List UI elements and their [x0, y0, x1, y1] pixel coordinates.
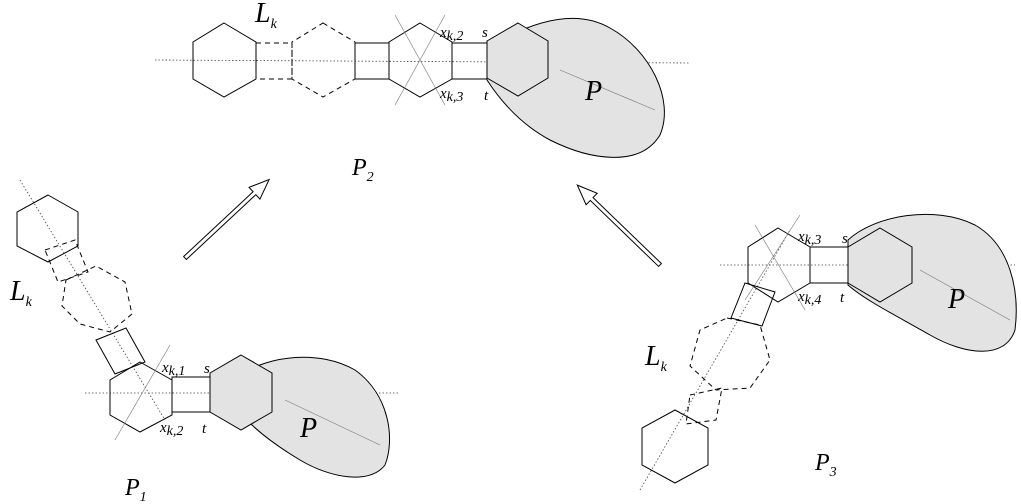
- arrow-right-to-top: [576, 184, 663, 268]
- square: [171, 376, 211, 413]
- label-lk: Lk: [9, 276, 33, 310]
- dashed-square: [44, 239, 89, 283]
- label-p-region: P: [584, 76, 602, 107]
- axis-line: [19, 179, 166, 421]
- hexagon: [641, 409, 709, 484]
- label-x-top: xk,2: [439, 25, 463, 44]
- hexagon: [209, 354, 273, 431]
- label-p-region: P: [299, 413, 317, 444]
- square: [730, 282, 776, 327]
- figure-p2: Lk xk,2 xk,3 s t P P2: [154, 0, 691, 185]
- label-x-bottom: xk,2: [159, 420, 183, 439]
- guide-line: [284, 399, 381, 446]
- arrow-left-to-top: [182, 178, 271, 261]
- label-x-bottom: xk,4: [797, 289, 821, 308]
- label-t: t: [202, 421, 207, 437]
- figure-p3: xk,3 xk,4 s t P Lk P3: [639, 213, 1017, 491]
- dashed-hexagon: [689, 317, 771, 391]
- hexagon: [486, 22, 549, 97]
- guide-line: [394, 14, 446, 106]
- guide-line: [114, 344, 171, 441]
- guide-line: [754, 224, 806, 311]
- label-p2: P2: [351, 155, 374, 185]
- dashed-hexagon: [61, 265, 133, 333]
- dashed-hexagon: [291, 22, 356, 98]
- label-x-top: xk,3: [797, 229, 821, 248]
- square: [95, 327, 146, 375]
- label-s: s: [482, 25, 488, 41]
- guide-line: [919, 269, 1011, 321]
- axis-line: [639, 229, 791, 491]
- hexagon: [388, 22, 453, 98]
- label-lk: Lk: [254, 0, 278, 32]
- label-p-region: P: [947, 284, 965, 315]
- square: [809, 246, 849, 284]
- hexagon: [192, 22, 257, 98]
- figure-p1: Lk xk,1 xk,2 s t P P1: [9, 179, 400, 504]
- dashed-square: [685, 387, 723, 425]
- square: [451, 42, 488, 80]
- label-t: t: [484, 88, 489, 104]
- region-p: [239, 356, 391, 478]
- label-lk: Lk: [644, 341, 668, 375]
- label-p1: P1: [124, 475, 147, 504]
- label-t: t: [840, 290, 845, 306]
- label-x-top: xk,1: [161, 360, 185, 379]
- label-x-bottom: xk,3: [439, 86, 463, 105]
- guide-line: [559, 69, 656, 111]
- hexagon: [16, 194, 79, 263]
- label-p3: P3: [814, 450, 837, 480]
- label-s: s: [842, 231, 848, 247]
- label-s: s: [204, 361, 210, 377]
